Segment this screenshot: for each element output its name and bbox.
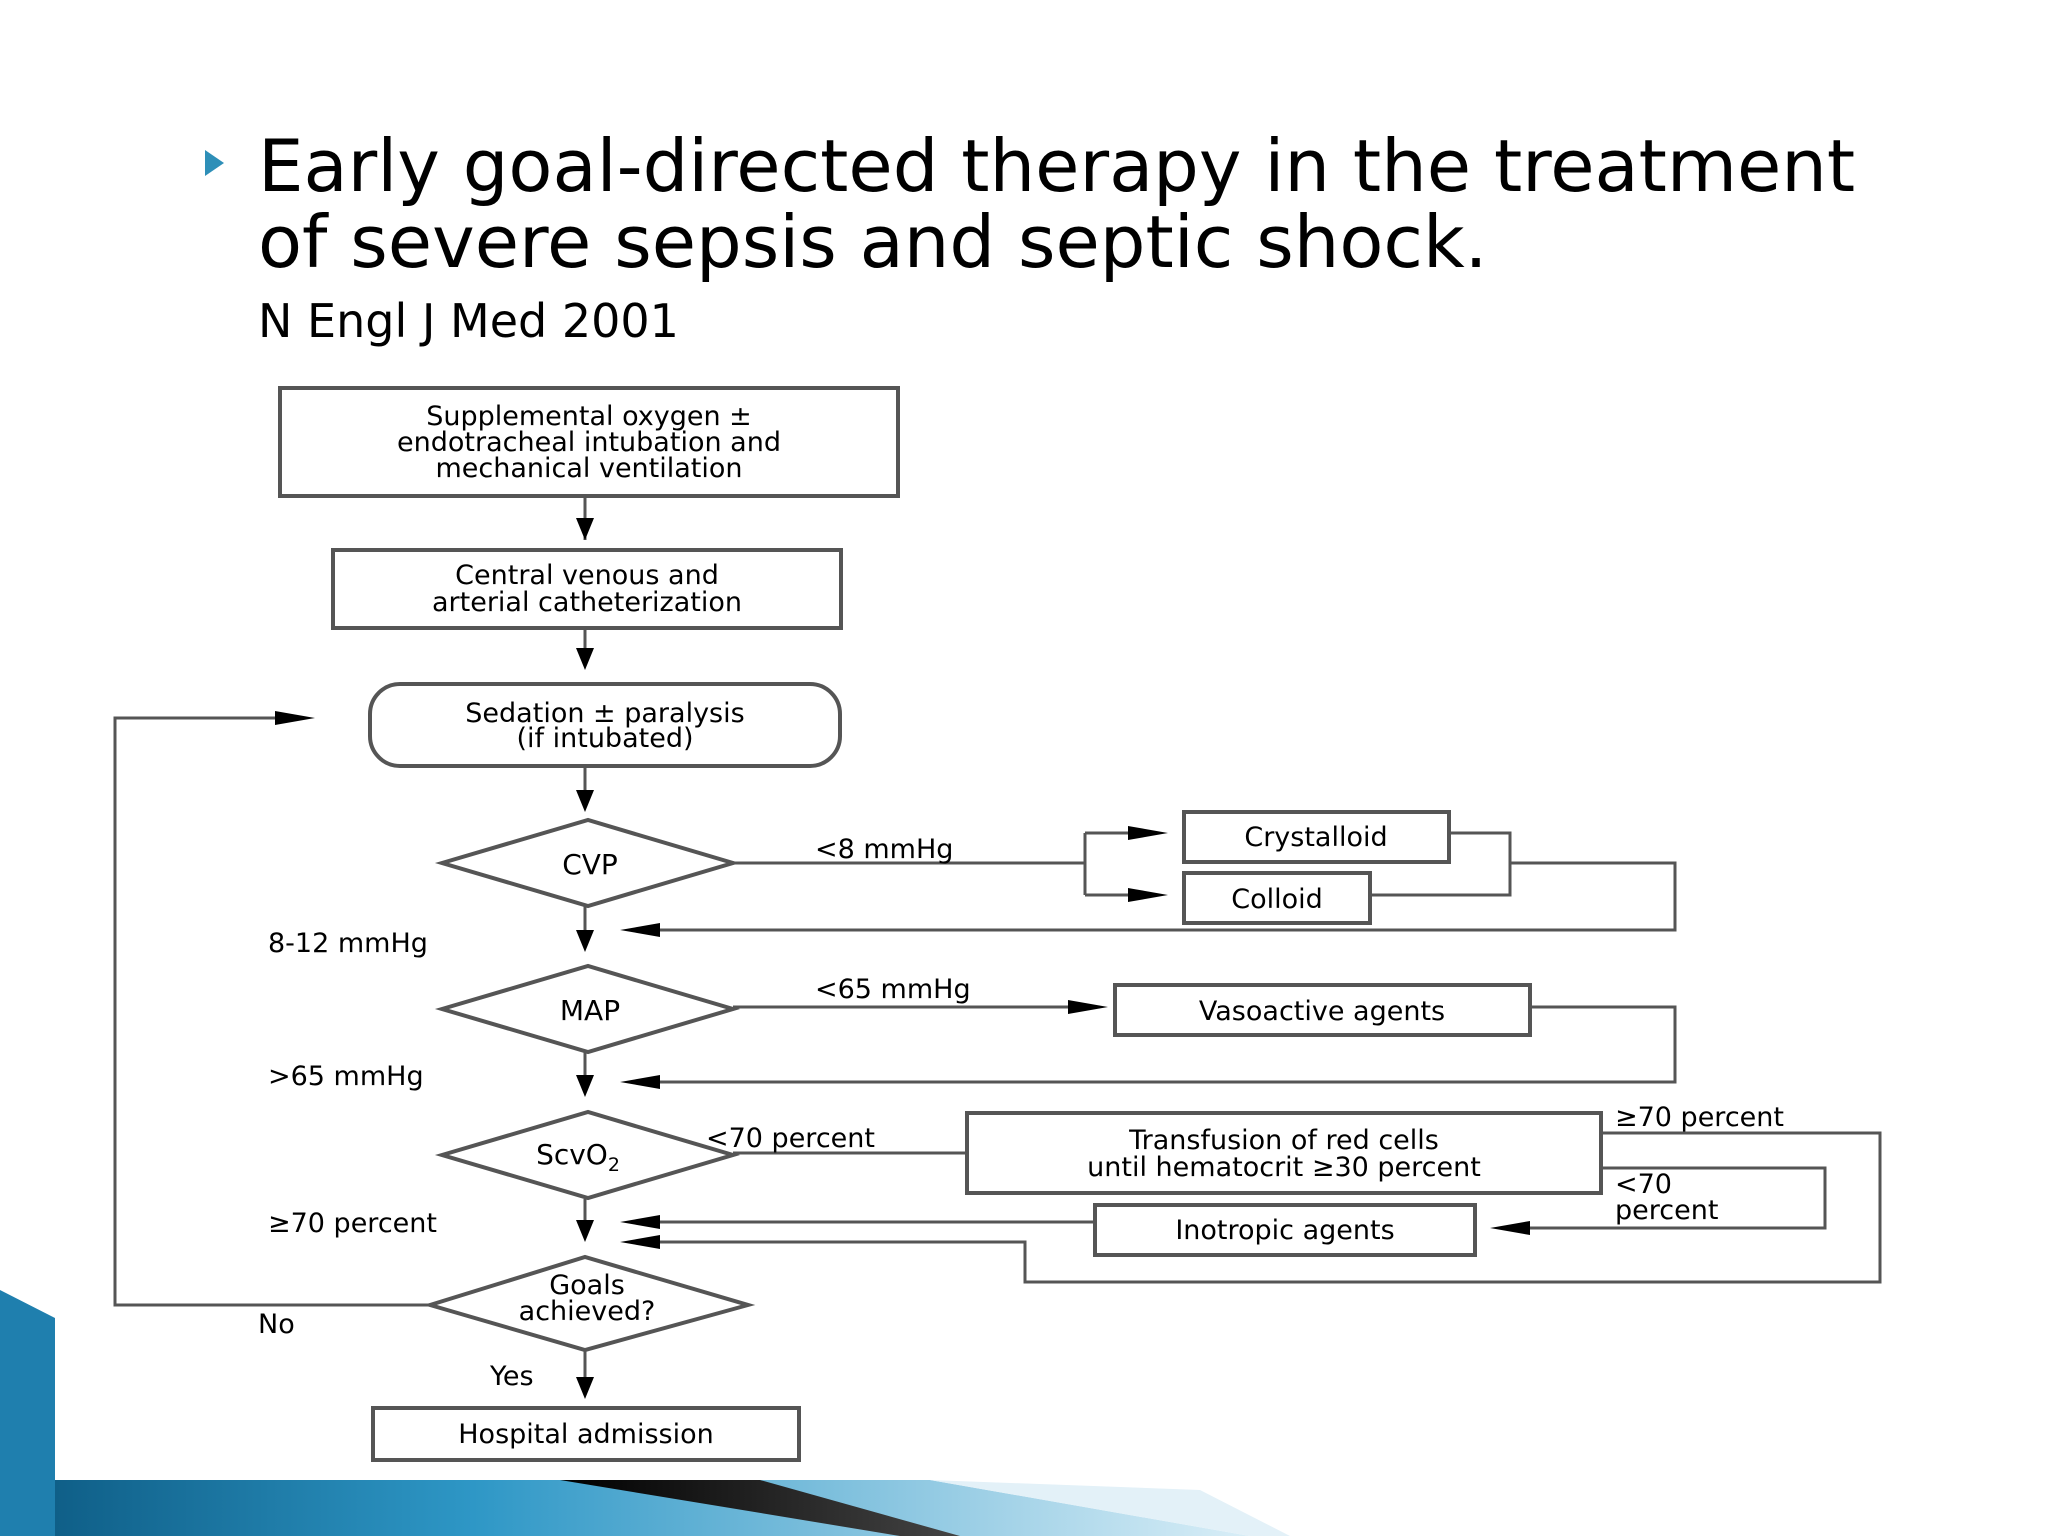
- cvp-label: CVP: [562, 848, 618, 881]
- label-cvp-low: <8 mmHg: [815, 834, 953, 865]
- inotropic-label: Inotropic agents: [1175, 1215, 1394, 1246]
- decoration-bottom-band: [55, 1480, 1250, 1536]
- goals-line-2: achieved?: [519, 1296, 656, 1327]
- node-crystalloid: Crystalloid: [1182, 810, 1451, 864]
- node-catheterization: Central venous and arterial catheterizat…: [331, 548, 843, 630]
- node-supplemental-oxygen: Supplemental oxygen ± endotracheal intub…: [278, 386, 900, 498]
- map-label: MAP: [560, 994, 620, 1027]
- scvo2-main: ScvO: [536, 1138, 608, 1171]
- bullet-icon: [205, 150, 224, 176]
- catheter-line-2: arterial catheterization: [432, 587, 742, 618]
- label-goals-yes: Yes: [489, 1361, 534, 1392]
- arrowheads: [275, 518, 1530, 1399]
- slide-title: Early goal-directed therapy in the treat…: [258, 128, 1958, 280]
- label-cvp-ok: 8-12 mmHg: [268, 928, 428, 959]
- node-inotropic-agents: Inotropic agents: [1093, 1203, 1477, 1257]
- node-vasoactive-agents: Vasoactive agents: [1113, 983, 1532, 1037]
- crystalloid-label: Crystalloid: [1244, 822, 1387, 853]
- transfusion-line-1: Transfusion of red cells: [1128, 1125, 1439, 1156]
- transfusion-line-2: until hematocrit ≥30 percent: [1087, 1152, 1481, 1183]
- edge-labels: <8 mmHg 8-12 mmHg <65 mmHg >65 mmHg <70 …: [258, 834, 1784, 1392]
- colloid-label: Colloid: [1231, 884, 1323, 915]
- sedation-line-2: (if intubated): [517, 723, 694, 754]
- sedation-line-1: Sedation ± paralysis: [465, 698, 744, 729]
- label-transfusion-low-1: <70: [1615, 1169, 1672, 1200]
- node-sedation: Sedation ± paralysis (if intubated): [368, 682, 842, 768]
- decoration-left-wedge: [0, 1290, 55, 1536]
- node-colloid: Colloid: [1182, 871, 1372, 925]
- label-scvo2-ok: ≥70 percent: [268, 1208, 437, 1239]
- oxygen-line-3: mechanical ventilation: [435, 453, 742, 484]
- scvo2-subscript: 2: [608, 1154, 620, 1176]
- label-map-ok: >65 mmHg: [268, 1061, 424, 1092]
- catheter-line-1: Central venous and: [455, 560, 719, 591]
- connectors: [113, 497, 1882, 1387]
- goals-line-1: Goals: [549, 1270, 625, 1301]
- label-scvo2-low: <70 percent: [706, 1123, 875, 1154]
- citation: N Engl J Med 2001: [258, 294, 679, 348]
- decision-cvp: CVP: [434, 817, 741, 909]
- label-transfusion-low-2: percent: [1615, 1195, 1718, 1226]
- label-map-low: <65 mmHg: [815, 974, 971, 1005]
- node-hospital-admission: Hospital admission: [371, 1406, 801, 1462]
- decoration-dark-stroke: [560, 1480, 960, 1536]
- vasoactive-label: Vasoactive agents: [1199, 996, 1445, 1027]
- scvo2-label: ScvO2: [536, 1138, 620, 1176]
- decision-map: MAP: [434, 963, 741, 1055]
- node-transfusion: Transfusion of red cells until hematocri…: [965, 1111, 1603, 1195]
- title-line-2: of severe sepsis and septic shock.: [258, 200, 1488, 284]
- label-goals-no: No: [258, 1309, 295, 1340]
- oxygen-line-1: Supplemental oxygen ±: [426, 401, 752, 432]
- hospital-label: Hospital admission: [458, 1419, 714, 1450]
- decision-scvo2: ScvO2: [434, 1109, 741, 1201]
- oxygen-line-2: endotracheal intubation and: [397, 427, 781, 458]
- decision-goals: Goals achieved?: [423, 1254, 756, 1353]
- title-line-1: Early goal-directed therapy in the treat…: [258, 124, 1856, 208]
- label-transfusion-ok: ≥70 percent: [1615, 1102, 1784, 1133]
